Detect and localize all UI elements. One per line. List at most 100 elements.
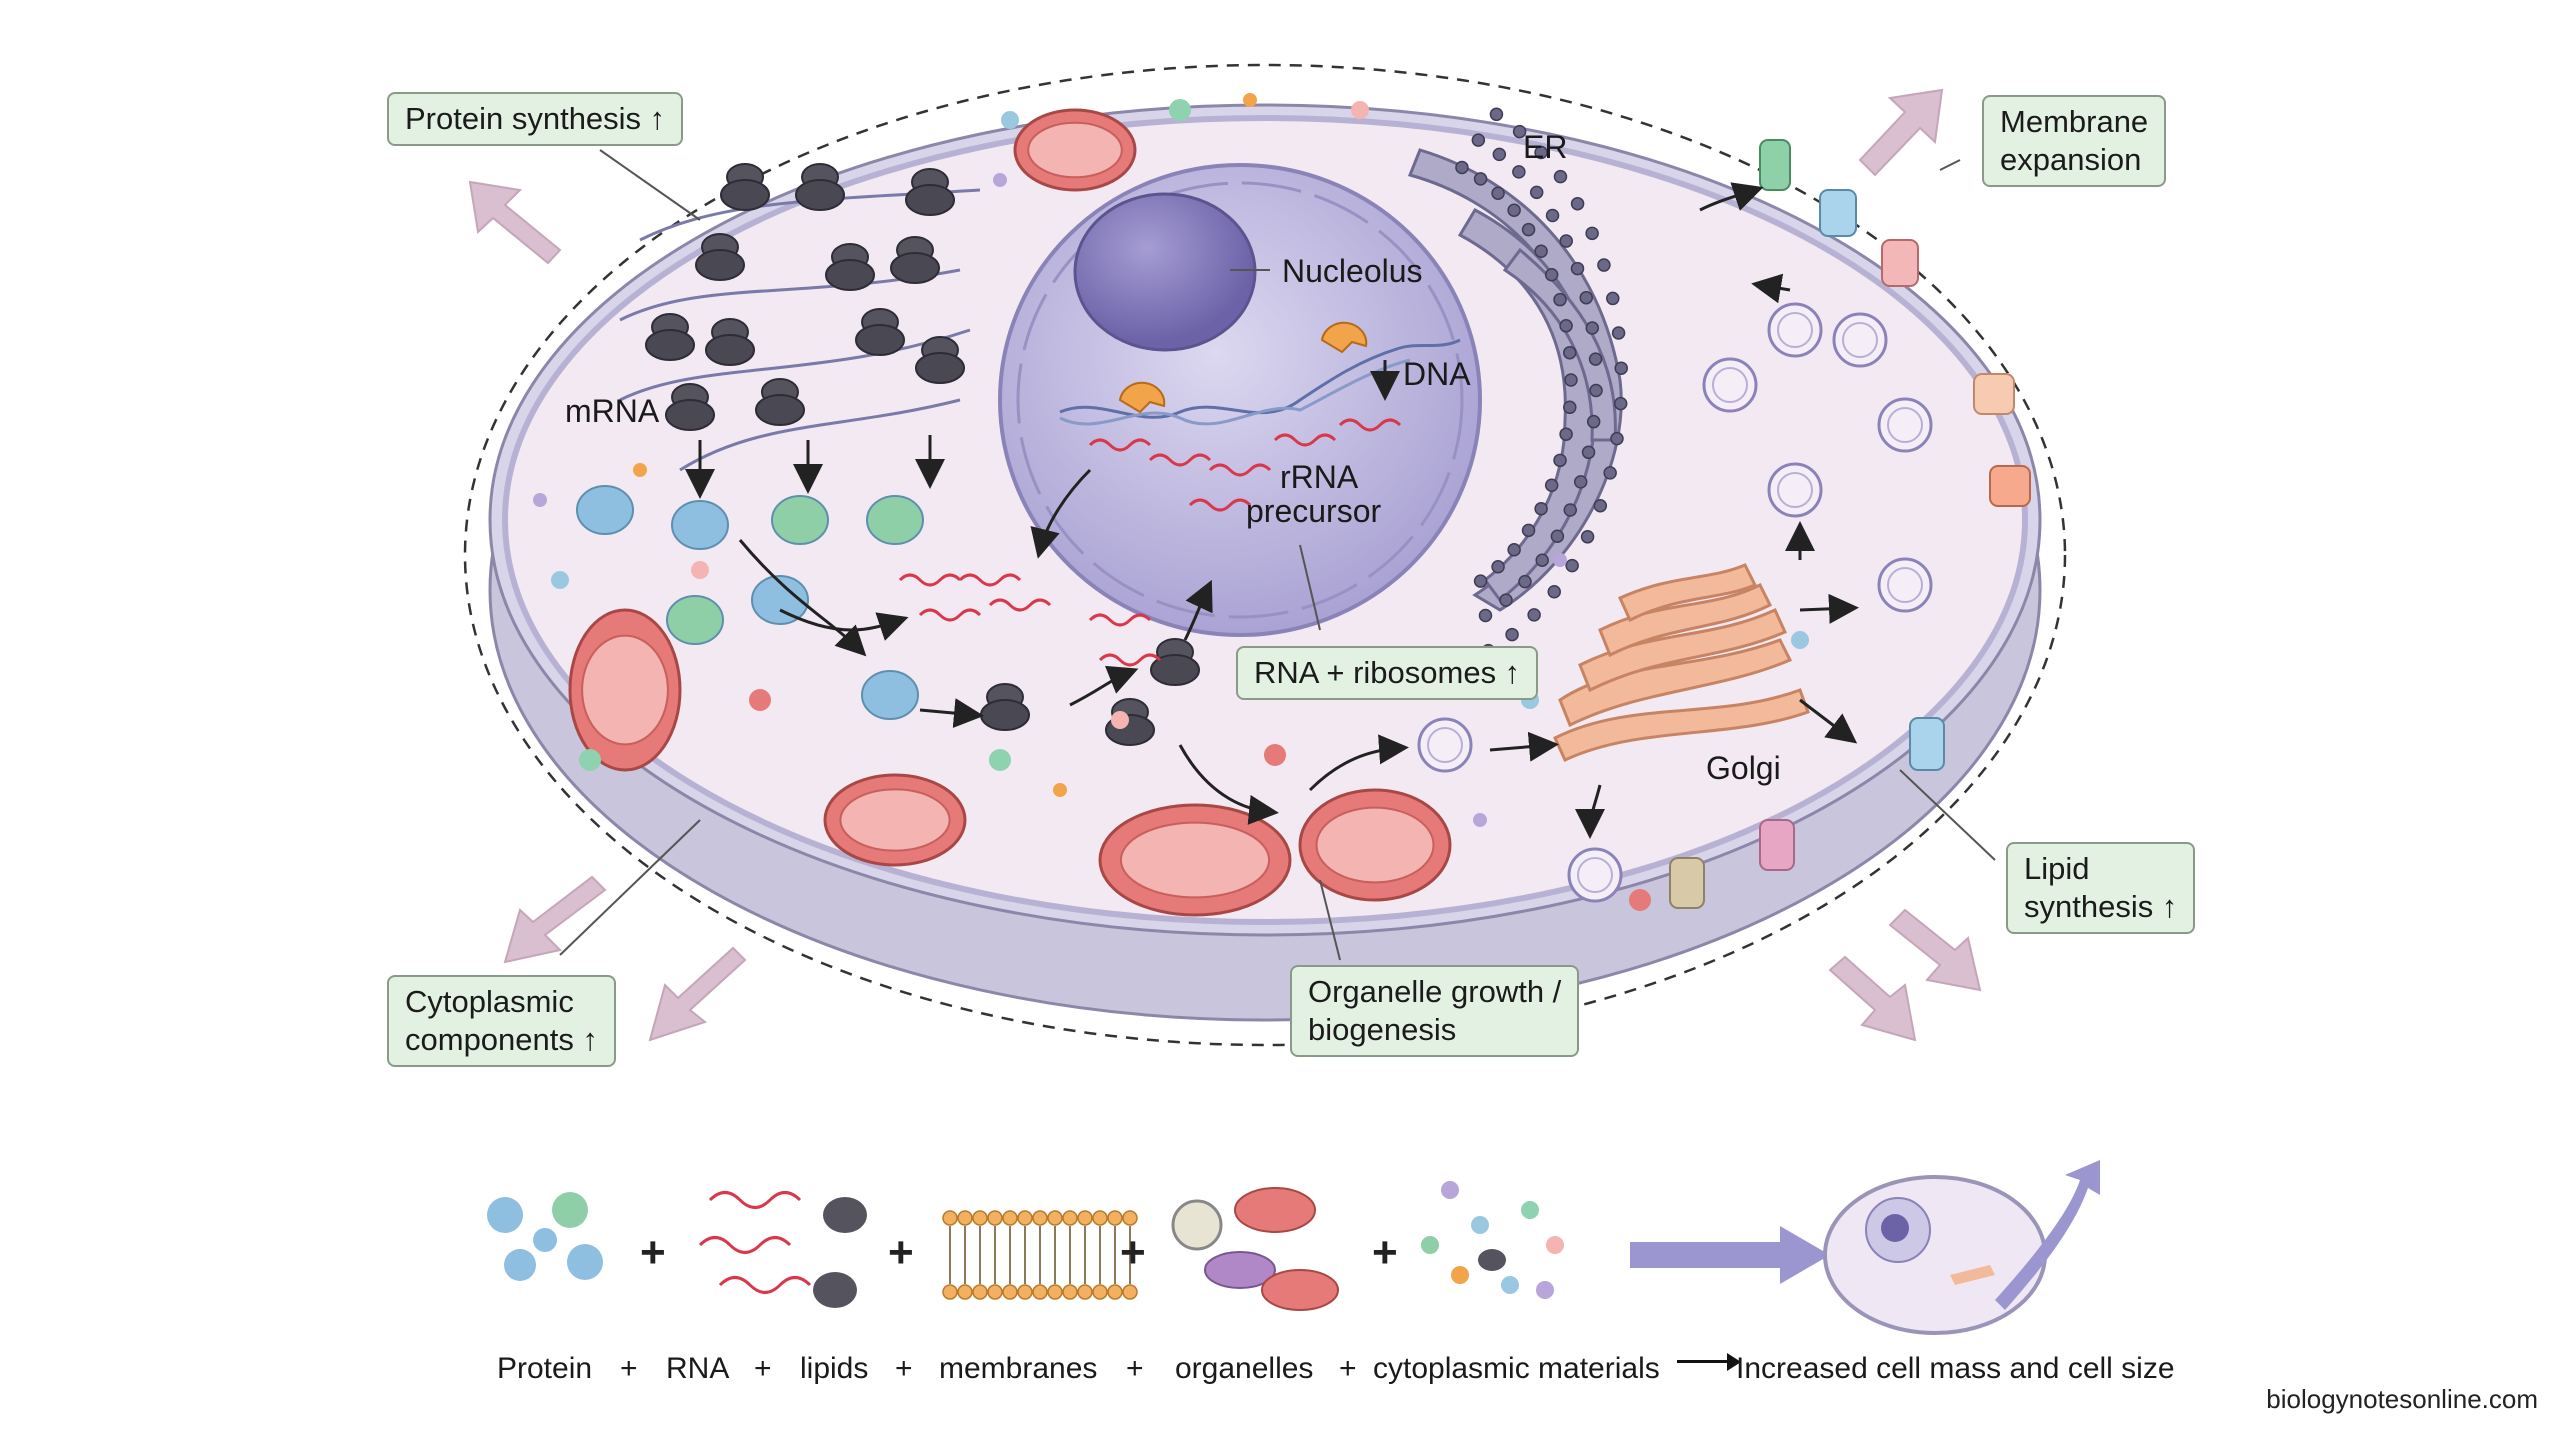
- material-dot: [1471, 1216, 1489, 1234]
- mitochondrion-inner: [1027, 121, 1123, 179]
- er-ribosome-dot: [1563, 400, 1577, 415]
- er-ribosome-dot: [1611, 326, 1626, 340]
- ribosome-group: [645, 163, 1200, 746]
- mitochondrion-inner: [839, 788, 951, 852]
- callout-text: Protein synthesis ↑: [405, 101, 666, 136]
- er-ribosome-dot: [1564, 373, 1578, 387]
- rna-polymerase: [1320, 321, 1368, 354]
- rna-strand: [1088, 613, 1152, 627]
- golgi-label: Golgi: [1706, 750, 1781, 786]
- cytoplasmic-materials-icon: [1421, 1181, 1564, 1299]
- vesicle: [1877, 557, 1933, 613]
- er-ribosome-dot: [1563, 345, 1577, 360]
- lipid-head: [1002, 1210, 1018, 1226]
- lipid-head: [1002, 1284, 1018, 1300]
- protein-blob: [771, 495, 829, 545]
- er-ribosome-dot: [1559, 234, 1573, 248]
- protein-blob: [866, 495, 924, 545]
- plus-sign: +: [1339, 1352, 1357, 1385]
- lipid-head: [1017, 1210, 1033, 1226]
- molecule-dot: [1264, 744, 1286, 766]
- er-ribosome-dot: [1527, 608, 1541, 622]
- molecule-dot: [1553, 553, 1567, 567]
- rna-strand: [918, 608, 982, 622]
- rna-strand: [1188, 498, 1252, 512]
- result-arrow: [1630, 1226, 1830, 1284]
- callout-membrane-expansion: Membrane expansion: [1982, 95, 2167, 187]
- protein-group: [576, 485, 924, 720]
- rna-strand: [958, 573, 1022, 587]
- vesicle-inner: [1777, 472, 1813, 508]
- enlarged-cell-icon: [1823, 1175, 2047, 1335]
- er-ribosome-dot: [1570, 261, 1585, 276]
- er-ribosome-dot: [1529, 185, 1544, 200]
- material-dot: [1536, 1281, 1554, 1299]
- precursor-label: precursor: [1246, 493, 1382, 529]
- plus-sign: +: [1126, 1352, 1144, 1385]
- lipid-head: [1017, 1284, 1033, 1300]
- protein-blob: [671, 500, 729, 550]
- molecule-dot: [633, 463, 647, 477]
- molecule-dot: [1053, 783, 1067, 797]
- callout-lipid-synthesis: Lipid synthesis ↑: [2006, 842, 2196, 934]
- er-ribosome-dot: [1553, 169, 1568, 184]
- callout-text: Cytoplasmic: [405, 984, 574, 1019]
- er-ribosome-dot: [1491, 186, 1505, 200]
- ribosome-large-subunit: [855, 324, 905, 356]
- plus-sign: +: [1120, 1228, 1146, 1277]
- rna-icon: [698, 1191, 867, 1308]
- er-ribosome-dot: [1534, 145, 1548, 160]
- ribosome-large-subunit: [915, 352, 965, 384]
- eq-protein: Protein: [497, 1352, 593, 1385]
- er-ribosome-dot: [1579, 290, 1593, 305]
- rna-strand: [1148, 453, 1212, 467]
- vesicle-inner: [1427, 727, 1463, 763]
- er-ribosome-dot: [1570, 196, 1585, 211]
- callout-text: expansion: [2000, 142, 2142, 177]
- membrane-proteins: [1669, 139, 2031, 909]
- rna-group: [898, 418, 1402, 667]
- material-dot: [1521, 1201, 1539, 1219]
- vesicle-inner: [1842, 322, 1878, 358]
- callout-text: Membrane: [2000, 104, 2149, 139]
- material-dot: [1501, 1276, 1519, 1294]
- molecule-dot: [1473, 813, 1487, 827]
- protein-icon: [487, 1192, 603, 1281]
- er-ribosome-dot: [1473, 172, 1488, 186]
- lipid-head: [1047, 1210, 1063, 1226]
- vesicle-inner: [1712, 367, 1748, 403]
- callout-text: biogenesis: [1308, 1012, 1457, 1047]
- er-ribosome-dot: [1593, 498, 1608, 513]
- lipid-head: [1107, 1284, 1123, 1300]
- er-ribosome-dot: [1512, 124, 1527, 139]
- er-ribosome-dot: [1535, 553, 1549, 567]
- eq-rna: RNA: [666, 1352, 730, 1385]
- ribosome-large-subunit: [890, 252, 940, 284]
- er-ribosome-dot: [1573, 475, 1588, 489]
- er-ribosome-dot: [1559, 319, 1573, 333]
- vesicle-inner: [1577, 857, 1613, 893]
- vesicle: [1767, 462, 1823, 518]
- molecule-dot: [1111, 711, 1129, 729]
- site-credit: biologynotesonline.com: [2266, 1384, 2538, 1414]
- er-ribosome-dot: [1614, 361, 1628, 375]
- plus-sign: +: [620, 1352, 638, 1385]
- er-ribosome-dot: [1507, 543, 1521, 557]
- eq-organelles: organelles: [1175, 1352, 1314, 1385]
- callout-text: synthesis ↑: [2024, 889, 2178, 924]
- growth-arrow: [1995, 1160, 2100, 1310]
- er-ribosome-dot: [1559, 427, 1573, 441]
- ribosome-large-subunit: [720, 179, 770, 211]
- ribosome-large-subunit: [705, 334, 755, 366]
- nucleolus: [1073, 192, 1257, 352]
- lipid-head: [957, 1284, 973, 1300]
- vesicle: [1702, 357, 1758, 413]
- er-ribosome-dot: [1553, 453, 1567, 468]
- nucleus: [998, 163, 1482, 637]
- callout-text: Organelle growth /: [1308, 974, 1562, 1009]
- leader-lines: [559, 149, 1996, 961]
- molecule-dot: [691, 561, 709, 579]
- equation-icons: [487, 1160, 2100, 1335]
- er-ribosome-dot: [1505, 627, 1519, 642]
- plus-sign: +: [754, 1352, 772, 1385]
